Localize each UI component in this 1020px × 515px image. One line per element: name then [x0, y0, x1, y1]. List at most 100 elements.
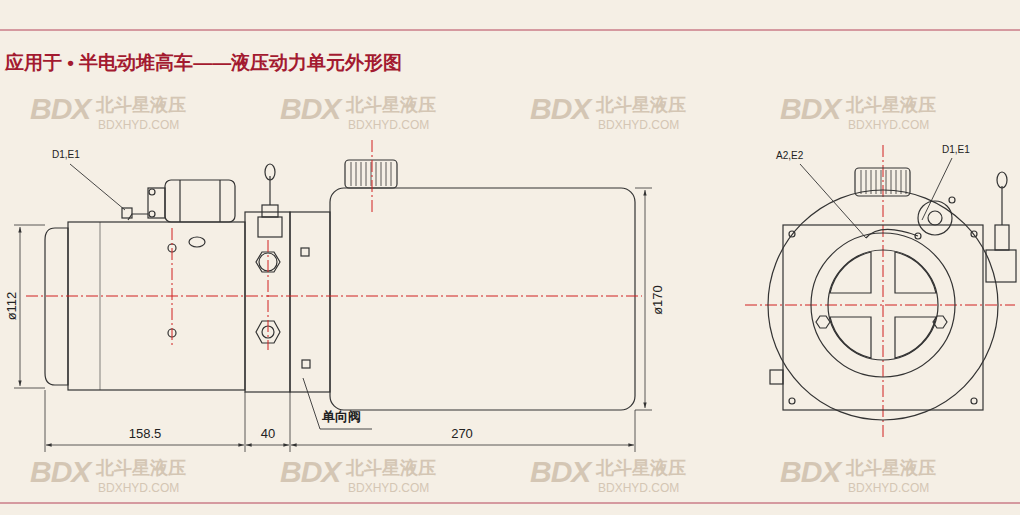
dimension-label: 270 — [449, 427, 475, 441]
drawing-circle — [971, 398, 977, 404]
drawing-line — [179, 180, 180, 222]
drawing-circle — [768, 190, 998, 420]
drawing-circle — [811, 233, 955, 377]
drawing-ellipse — [997, 172, 1007, 188]
drawing-path — [866, 229, 918, 238]
drawing-line — [172, 228, 173, 345]
drawing-rect — [345, 160, 397, 188]
watermark-logo: BDX — [30, 455, 90, 488]
watermark-url: BDXHYD.COM — [348, 119, 429, 132]
watermark-text: 北斗星液压 — [346, 96, 436, 116]
drawing-rect — [986, 250, 1016, 282]
watermark-text: 北斗星液压 — [846, 459, 936, 479]
drawing-circle — [918, 201, 952, 235]
drawing-rect — [770, 370, 783, 384]
drawing-rect — [122, 208, 132, 218]
drawing-circle — [149, 211, 155, 217]
watermark-url: BDXHYD.COM — [598, 482, 679, 495]
drawing-circle — [949, 197, 955, 203]
drawing-line — [26, 296, 642, 297]
part-label: 单向阀 — [322, 410, 361, 424]
drawing-rect — [262, 205, 278, 217]
drawing-line — [245, 392, 246, 452]
drawing-line — [745, 305, 1015, 306]
drawing-line — [20, 227, 21, 386]
drawing-line — [14, 388, 45, 389]
drawing-ellipse — [189, 237, 205, 247]
watermark-logo: BDX — [280, 455, 340, 488]
end-view — [768, 168, 1016, 420]
drawing-line — [219, 180, 220, 222]
drawing-rect — [855, 168, 910, 196]
drawing-line — [100, 222, 101, 390]
watermark-logo: BDX — [530, 455, 590, 488]
drawing-rect — [68, 222, 245, 390]
drawing-line — [46, 445, 244, 446]
drawing-rect — [290, 212, 330, 392]
drawing-line — [635, 410, 652, 411]
drawing-line — [291, 445, 634, 446]
drawing-line — [246, 445, 289, 446]
dimension-label: ø112 — [5, 290, 19, 323]
page-title: 应用于 • 半电动堆高车——液压动力单元外形图 — [5, 53, 402, 74]
drawing-line — [1001, 186, 1002, 225]
drawing-circle — [789, 398, 795, 404]
watermark-url: BDXHYD.COM — [348, 482, 429, 495]
watermark-url: BDXHYD.COM — [848, 119, 929, 132]
drawing-rect — [783, 225, 983, 410]
drawing-path — [303, 378, 372, 429]
drawing-circle — [828, 250, 938, 360]
watermark-logo: BDX — [780, 455, 840, 488]
watermark-url: BDXHYD.COM — [98, 119, 179, 132]
drawing-rect — [165, 180, 235, 222]
watermark-url: BDXHYD.COM — [98, 482, 179, 495]
watermark-logo: BDX — [530, 92, 590, 125]
watermark-text: 北斗星液压 — [596, 459, 686, 479]
watermark-logo: BDX — [30, 92, 90, 125]
dimension-label: 158.5 — [127, 427, 164, 441]
drawing-line — [45, 390, 46, 452]
drawing-line — [645, 190, 646, 408]
drawing-ellipse — [265, 164, 275, 180]
watermark-text: 北斗星液压 — [846, 96, 936, 116]
watermark-url: BDXHYD.COM — [848, 482, 929, 495]
drawing-path — [128, 214, 148, 220]
wire-terminal-label: A2,E2 — [776, 150, 803, 161]
watermark-text: 北斗星液压 — [596, 96, 686, 116]
watermark-text: 北斗星液压 — [96, 459, 186, 479]
drawing-line — [290, 392, 291, 452]
drawing-rect — [301, 248, 309, 256]
drawing-path — [830, 317, 871, 358]
drawing-path — [895, 252, 936, 293]
watermark-url: BDXHYD.COM — [598, 119, 679, 132]
drawing-path — [895, 317, 936, 358]
drawing-rect — [245, 212, 290, 392]
drawing-circle — [928, 211, 942, 225]
drawing-rect — [302, 360, 310, 368]
watermark-text: 北斗星液压 — [346, 459, 436, 479]
drawing-rect — [148, 188, 165, 218]
dimension-label: ø170 — [651, 283, 665, 317]
drawing-rect — [330, 188, 635, 410]
drawing-rect — [995, 225, 1009, 250]
drawing-line — [635, 410, 636, 452]
drawing-line — [14, 225, 45, 226]
side-view — [45, 160, 635, 410]
dimension-label: 40 — [259, 427, 277, 441]
drawing-path — [830, 252, 871, 293]
drawing-line — [268, 240, 269, 350]
leader-lines — [70, 158, 952, 429]
drawing-line — [635, 188, 652, 189]
wire-terminal-label: D1,E1 — [52, 149, 80, 160]
drawing-path — [861, 170, 906, 194]
drawing-line — [0, 30, 1020, 31]
drawing-line — [883, 145, 884, 440]
drawing-path — [45, 228, 68, 385]
drawing-line — [0, 503, 1020, 504]
center-lines — [26, 140, 1015, 440]
drawing-path — [70, 164, 125, 210]
wire-terminal-label: D1,E1 — [942, 144, 970, 155]
watermark-logo: BDX — [780, 92, 840, 125]
drawing-polygon — [816, 316, 830, 328]
watermark-logo: BDX — [280, 92, 340, 125]
